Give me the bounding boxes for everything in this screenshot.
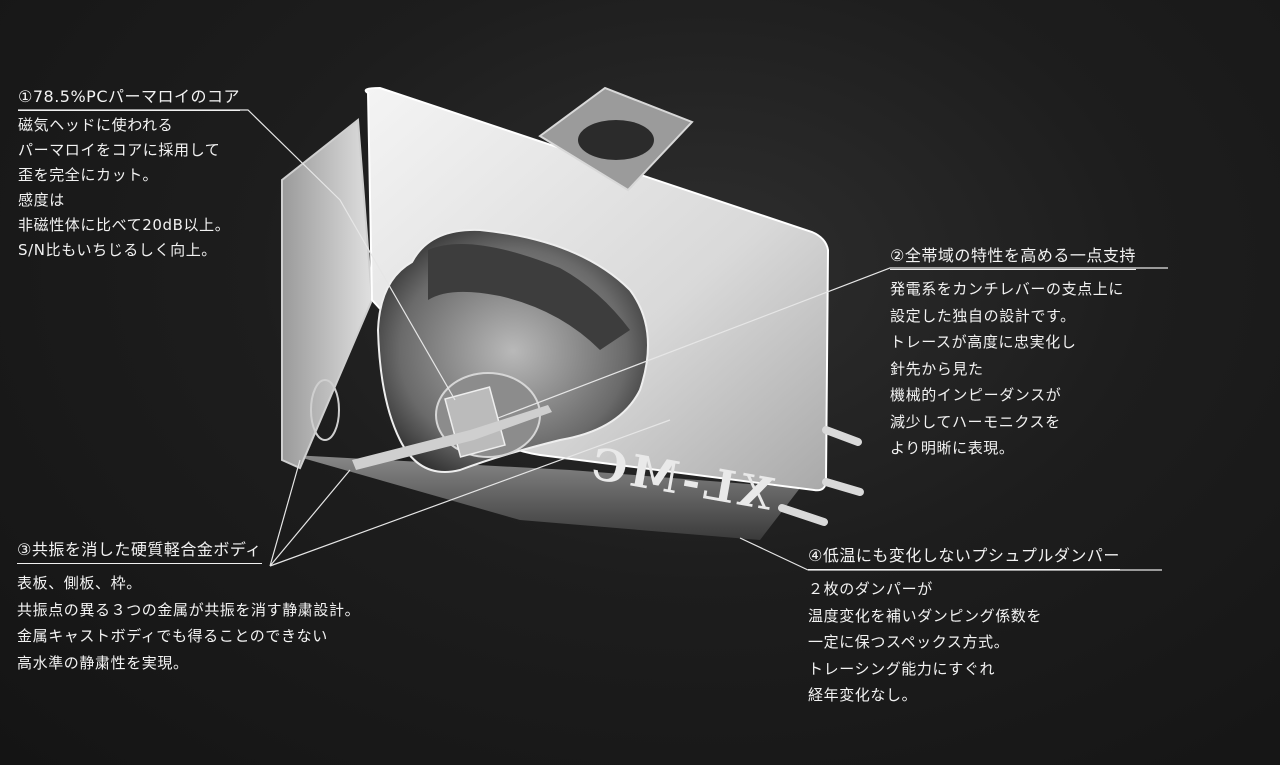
internal-magnet (428, 244, 630, 350)
callout-permalloy-core: ①78.5%PCパーマロイのコア 磁気ヘッドに使われる パーマロイをコアに採用し… (18, 87, 240, 263)
callout-line: 高水準の静粛性を実現。 (17, 653, 189, 672)
callout-line: 針先から見た (890, 359, 984, 378)
callout-push-pull-damper: ④低温にも変化しないプシュプルダンパー ２枚のダンパーが 温度変化を補いダンピン… (808, 546, 1120, 709)
callout-body: 磁気ヘッドに使われる パーマロイをコアに採用して 歪を完全にカット。 感度は 非… (18, 113, 240, 263)
lead-wire (310, 379, 340, 441)
callout-title: ①78.5%PCパーマロイのコア (18, 87, 240, 111)
callout-line: トレースが高度に忠実化し (890, 333, 1077, 351)
callout-line: ２枚のダンパーが (808, 580, 933, 598)
cartridge-underside (292, 455, 800, 540)
leader-line-4 (739, 537, 1162, 571)
leader-line-2 (497, 267, 1168, 419)
output-pin (778, 504, 828, 526)
callout-line: 金属キャストボディでも得ることのできない (17, 627, 328, 645)
callout-line: 減少してハーモニクスを (890, 412, 1061, 431)
mount-hole (578, 120, 654, 160)
callout-title: ②全帯域の特性を高める一点支持 (890, 246, 1136, 270)
callout-line: 非磁性体に比べて20dB以上。 (18, 216, 231, 234)
output-pin (822, 426, 862, 446)
callout-line: 表板、側板、枠。 (17, 574, 142, 592)
callout-title: ④低温にも変化しないプシュプルダンパー (808, 546, 1120, 570)
callout-line: 設定した独自の設計です。 (890, 306, 1076, 325)
cartridge-side-panel (281, 118, 374, 470)
output-pin (822, 478, 864, 496)
cantilever (352, 405, 552, 470)
callout-line: 経年変化なし。 (808, 686, 918, 704)
callout-body: ２枚のダンパーが 温度変化を補いダンピング係数を 一定に保つスペックス方式。 ト… (808, 576, 1120, 709)
callout-line: トレーシング能力にすぐれ (808, 659, 996, 678)
callout-body: 表板、側板、枠。 共振点の異る３つの金属が共振を消す静粛設計。 金属キャストボデ… (17, 570, 360, 676)
callout-single-point-support: ②全帯域の特性を高める一点支持 発電系をカンチレバーの支点上に 設定した独自の設… (890, 246, 1136, 462)
callout-line: 共振点の異る３つの金属が共振を消す静粛設計。 (17, 600, 361, 619)
callout-line: パーマロイをコアに採用して (18, 141, 221, 159)
callout-line: より明晰に表現。 (890, 439, 1015, 457)
leader-line-3 (269, 419, 671, 567)
callout-line: S/N比もいちじるしく向上。 (18, 241, 217, 259)
callout-line: 機械的インピーダンスが (890, 386, 1062, 404)
callout-alloy-body: ③共振を消した硬質軽合金ボディ 表板、側板、枠。 共振点の異る３つの金属が共振を… (17, 540, 360, 676)
callout-line: 感度は (18, 191, 65, 209)
callout-line: 磁気ヘッドに使われる (18, 116, 174, 134)
callout-line: 歪を完全にカット。 (18, 166, 159, 184)
callout-line: 一定に保つスペックス方式。 (808, 633, 1010, 651)
callout-line: 発電系をカンチレバーの支点上に (890, 280, 1125, 298)
callout-title: ③共振を消した硬質軽合金ボディ (17, 540, 262, 564)
callout-line: 温度変化を補いダンピング係数を (808, 606, 1043, 625)
callout-body: 発電系をカンチレバーの支点上に 設定した独自の設計です。 トレースが高度に忠実化… (890, 276, 1136, 462)
